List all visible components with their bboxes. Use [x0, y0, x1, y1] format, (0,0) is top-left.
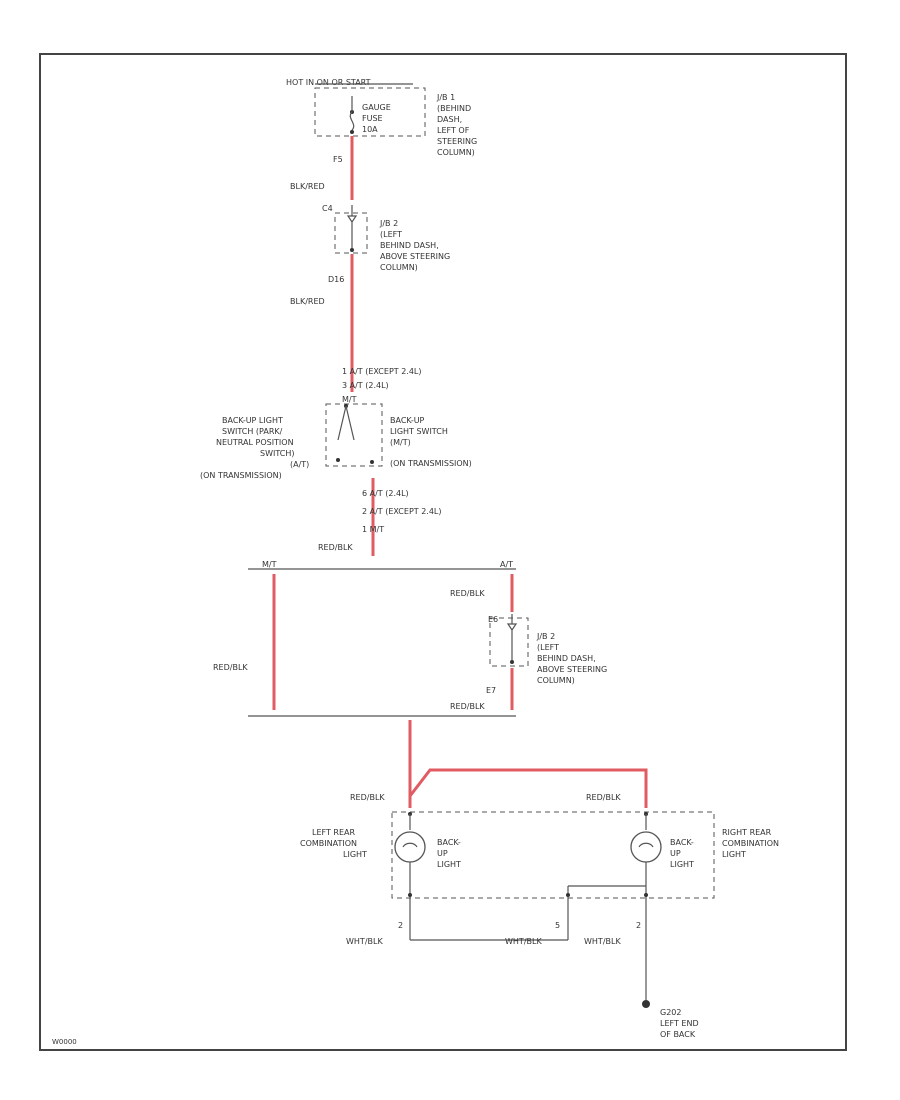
- left-light-line-1: LEFT REAR: [312, 828, 355, 837]
- at-branch-top-connector: E6: [488, 615, 498, 624]
- wire-1-color: BLK/RED: [290, 182, 325, 191]
- switch-left-line-1: BACK-UP LIGHT: [222, 416, 283, 425]
- right-bulb-line-2: UP: [670, 849, 681, 858]
- at-branch-bottom-connector: E7: [486, 686, 496, 695]
- switch-pin-line-1: 1 A/T (EXCEPT 2.4L): [342, 367, 422, 376]
- switch-contact-icon: [337, 405, 355, 441]
- mt-branch-color: RED/BLK: [213, 663, 248, 672]
- switch-right-line-4: (ON TRANSMISSION): [390, 459, 472, 468]
- switch-out-pin-line-1: 6 A/T (2.4L): [362, 489, 409, 498]
- mid-ground-terminal: [566, 893, 570, 897]
- split-right-label: A/T: [500, 560, 513, 569]
- jb2-upper-line-5: COLUMN): [380, 263, 418, 272]
- right-light-terminal-bottom: [644, 893, 648, 897]
- jb2-upper-line-1: J/B 2: [379, 219, 398, 228]
- jb2-lower-box: [489, 617, 529, 667]
- jb1-line-4: LEFT OF: [437, 126, 470, 135]
- at-branch-line-5: COLUMN): [537, 676, 575, 685]
- right-bulb-line-1: BACK-: [670, 838, 694, 847]
- power-label: HOT IN ON OR START: [286, 78, 371, 87]
- ground-mid-color: WHT/BLK: [505, 937, 542, 946]
- ground-left-color: WHT/BLK: [346, 937, 383, 946]
- fuse-line-3: 10A: [362, 125, 378, 134]
- wire-1-connector: F5: [333, 155, 343, 164]
- ground-right-pin: 2: [636, 921, 641, 930]
- at-branch-upper-color: RED/BLK: [450, 589, 485, 598]
- switch-out-color: RED/BLK: [318, 543, 353, 552]
- switch-right-line-3: (M/T): [390, 438, 411, 447]
- ground-mid-pin: 5: [555, 921, 560, 930]
- left-light-line-3: LIGHT: [343, 850, 367, 859]
- at-branch-line-2: (LEFT: [537, 643, 559, 652]
- fuse-line-1: GAUGE: [362, 103, 391, 112]
- at-branch-line-3: BEHIND DASH,: [537, 654, 596, 663]
- switch-out-pin-line-3: 1 M/T: [362, 525, 384, 534]
- jb2-upper-line-3: BEHIND DASH,: [380, 241, 439, 250]
- switch-left-line-2: SWITCH (PARK/: [222, 427, 283, 436]
- left-bulb-line-3: LIGHT: [437, 860, 461, 869]
- switch-terminal-at: [336, 458, 340, 462]
- jb2-upper-line-2: (LEFT: [380, 230, 402, 239]
- left-bulb-line-2: UP: [437, 849, 448, 858]
- switch-out-pin-line-2: 2 A/T (EXCEPT 2.4L): [362, 507, 442, 516]
- switch-right-line-1: BACK-UP: [390, 416, 425, 425]
- diagram-id: W0000: [52, 1038, 77, 1046]
- wire-2-color: BLK/RED: [290, 297, 325, 306]
- right-light-line-2: COMBINATION: [722, 839, 779, 848]
- switch-left-line-6: (ON TRANSMISSION): [200, 471, 282, 480]
- at-branch-line-4: ABOVE STEERING: [537, 665, 607, 674]
- left-light-line-2: COMBINATION: [300, 839, 357, 848]
- right-backup-bulb-icon: [630, 831, 662, 863]
- left-bulb-filament-icon: [402, 842, 418, 848]
- fuse-icon: [349, 96, 355, 131]
- fuse-terminal-bottom: [350, 130, 354, 134]
- jb1-line-2: (BEHIND: [437, 104, 471, 113]
- jb2-upper-terminal: [350, 248, 354, 252]
- jb2-upper-connector: C4: [322, 204, 333, 213]
- right-light-wire-color: RED/BLK: [586, 793, 621, 802]
- at-branch-line-1: J/B 2: [536, 632, 555, 641]
- combination-light-box: [391, 811, 715, 899]
- left-light-terminal-bottom: [408, 893, 412, 897]
- left-backup-bulb-icon: [394, 831, 426, 863]
- ground-point-line-2: LEFT END: [660, 1019, 699, 1028]
- switch-left-line-3: NEUTRAL POSITION: [216, 438, 294, 447]
- jb1-box: [314, 87, 426, 137]
- ground-right-color: WHT/BLK: [584, 937, 621, 946]
- switch-terminal-mt: [370, 460, 374, 464]
- jb2-lower-connector-icon: [506, 614, 518, 660]
- right-bulb-line-3: LIGHT: [670, 860, 694, 869]
- right-bulb-filament-icon: [638, 842, 654, 848]
- right-light-line-1: RIGHT REAR: [722, 828, 772, 837]
- ground-left-pin: 2: [398, 921, 403, 930]
- wire-2-connector: D16: [328, 275, 344, 284]
- jb1-line-3: DASH,: [437, 115, 462, 124]
- left-bulb-line-1: BACK-: [437, 838, 461, 847]
- right-light-feed-wire: [408, 768, 648, 808]
- ground-point-line-1: G202: [660, 1008, 681, 1017]
- jb2-upper-connector-icon: [346, 205, 358, 248]
- at-branch-lower-color: RED/BLK: [450, 702, 485, 711]
- jb2-lower-terminal: [510, 660, 514, 664]
- switch-left-line-5: (A/T): [290, 460, 309, 469]
- jb1-line-6: COLUMN): [437, 148, 475, 157]
- jb2-upper-box: [334, 212, 368, 254]
- jb1-line-1: J/B 1: [436, 93, 455, 102]
- left-light-wire-color: RED/BLK: [350, 793, 385, 802]
- switch-box: [325, 403, 383, 467]
- right-light-line-3: LIGHT: [722, 850, 746, 859]
- ground-point-icon: [642, 1000, 650, 1008]
- switch-right-line-2: LIGHT SWITCH: [390, 427, 448, 436]
- jb2-upper-line-4: ABOVE STEERING: [380, 252, 450, 261]
- split-left-label: M/T: [262, 560, 277, 569]
- fuse-line-2: FUSE: [362, 114, 383, 123]
- jb1-line-5: STEERING: [437, 137, 477, 146]
- switch-pin-line-2: 3 A/T (2.4L): [342, 381, 389, 390]
- ground-point-line-3: OF BACK: [660, 1030, 696, 1039]
- switch-pin-line-3: M/T: [342, 395, 357, 404]
- switch-left-line-4: SWITCH): [260, 449, 295, 458]
- diagram-frame: [39, 53, 847, 1051]
